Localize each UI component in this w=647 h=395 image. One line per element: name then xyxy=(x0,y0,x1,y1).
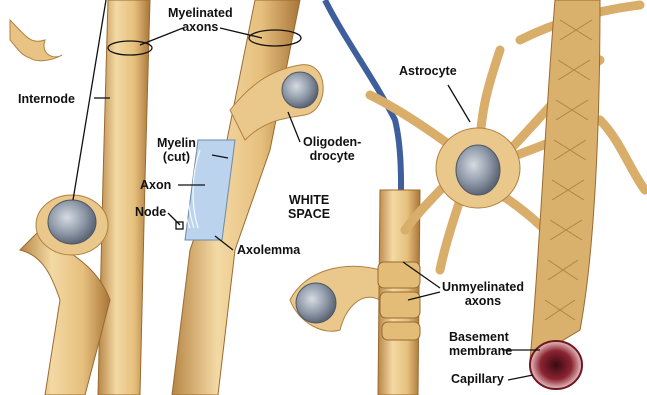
label-white-space: WHITE SPACE xyxy=(288,193,330,221)
label-astrocyte: Astrocyte xyxy=(399,64,457,78)
corner-cell-fragment xyxy=(10,20,62,61)
capillary-lumen xyxy=(530,341,582,389)
capillary-vessel xyxy=(530,0,600,360)
left-cell-nucleus xyxy=(48,200,96,244)
label-myelin-cut: Myelin (cut) xyxy=(157,136,196,164)
label-unmyelinated-axons: Unmyelinated axons xyxy=(442,280,524,308)
label-internode: Internode xyxy=(18,92,75,106)
bottom-cell-nucleus xyxy=(296,283,336,323)
label-basement-membrane: Basement membrane xyxy=(449,330,512,358)
label-myelinated-axons: Myelinated axons xyxy=(168,6,233,34)
unmyelinated-segments xyxy=(378,262,420,340)
label-capillary: Capillary xyxy=(451,372,504,386)
myelinated-axon-1 xyxy=(98,0,150,395)
label-axon: Axon xyxy=(140,178,171,192)
oligodendrocyte-nucleus xyxy=(282,72,318,108)
label-node: Node xyxy=(135,205,166,219)
label-axolemma: Axolemma xyxy=(237,243,300,257)
astrocyte-nucleus xyxy=(456,145,500,195)
label-oligodendrocyte: Oligoden- drocyte xyxy=(303,135,361,163)
